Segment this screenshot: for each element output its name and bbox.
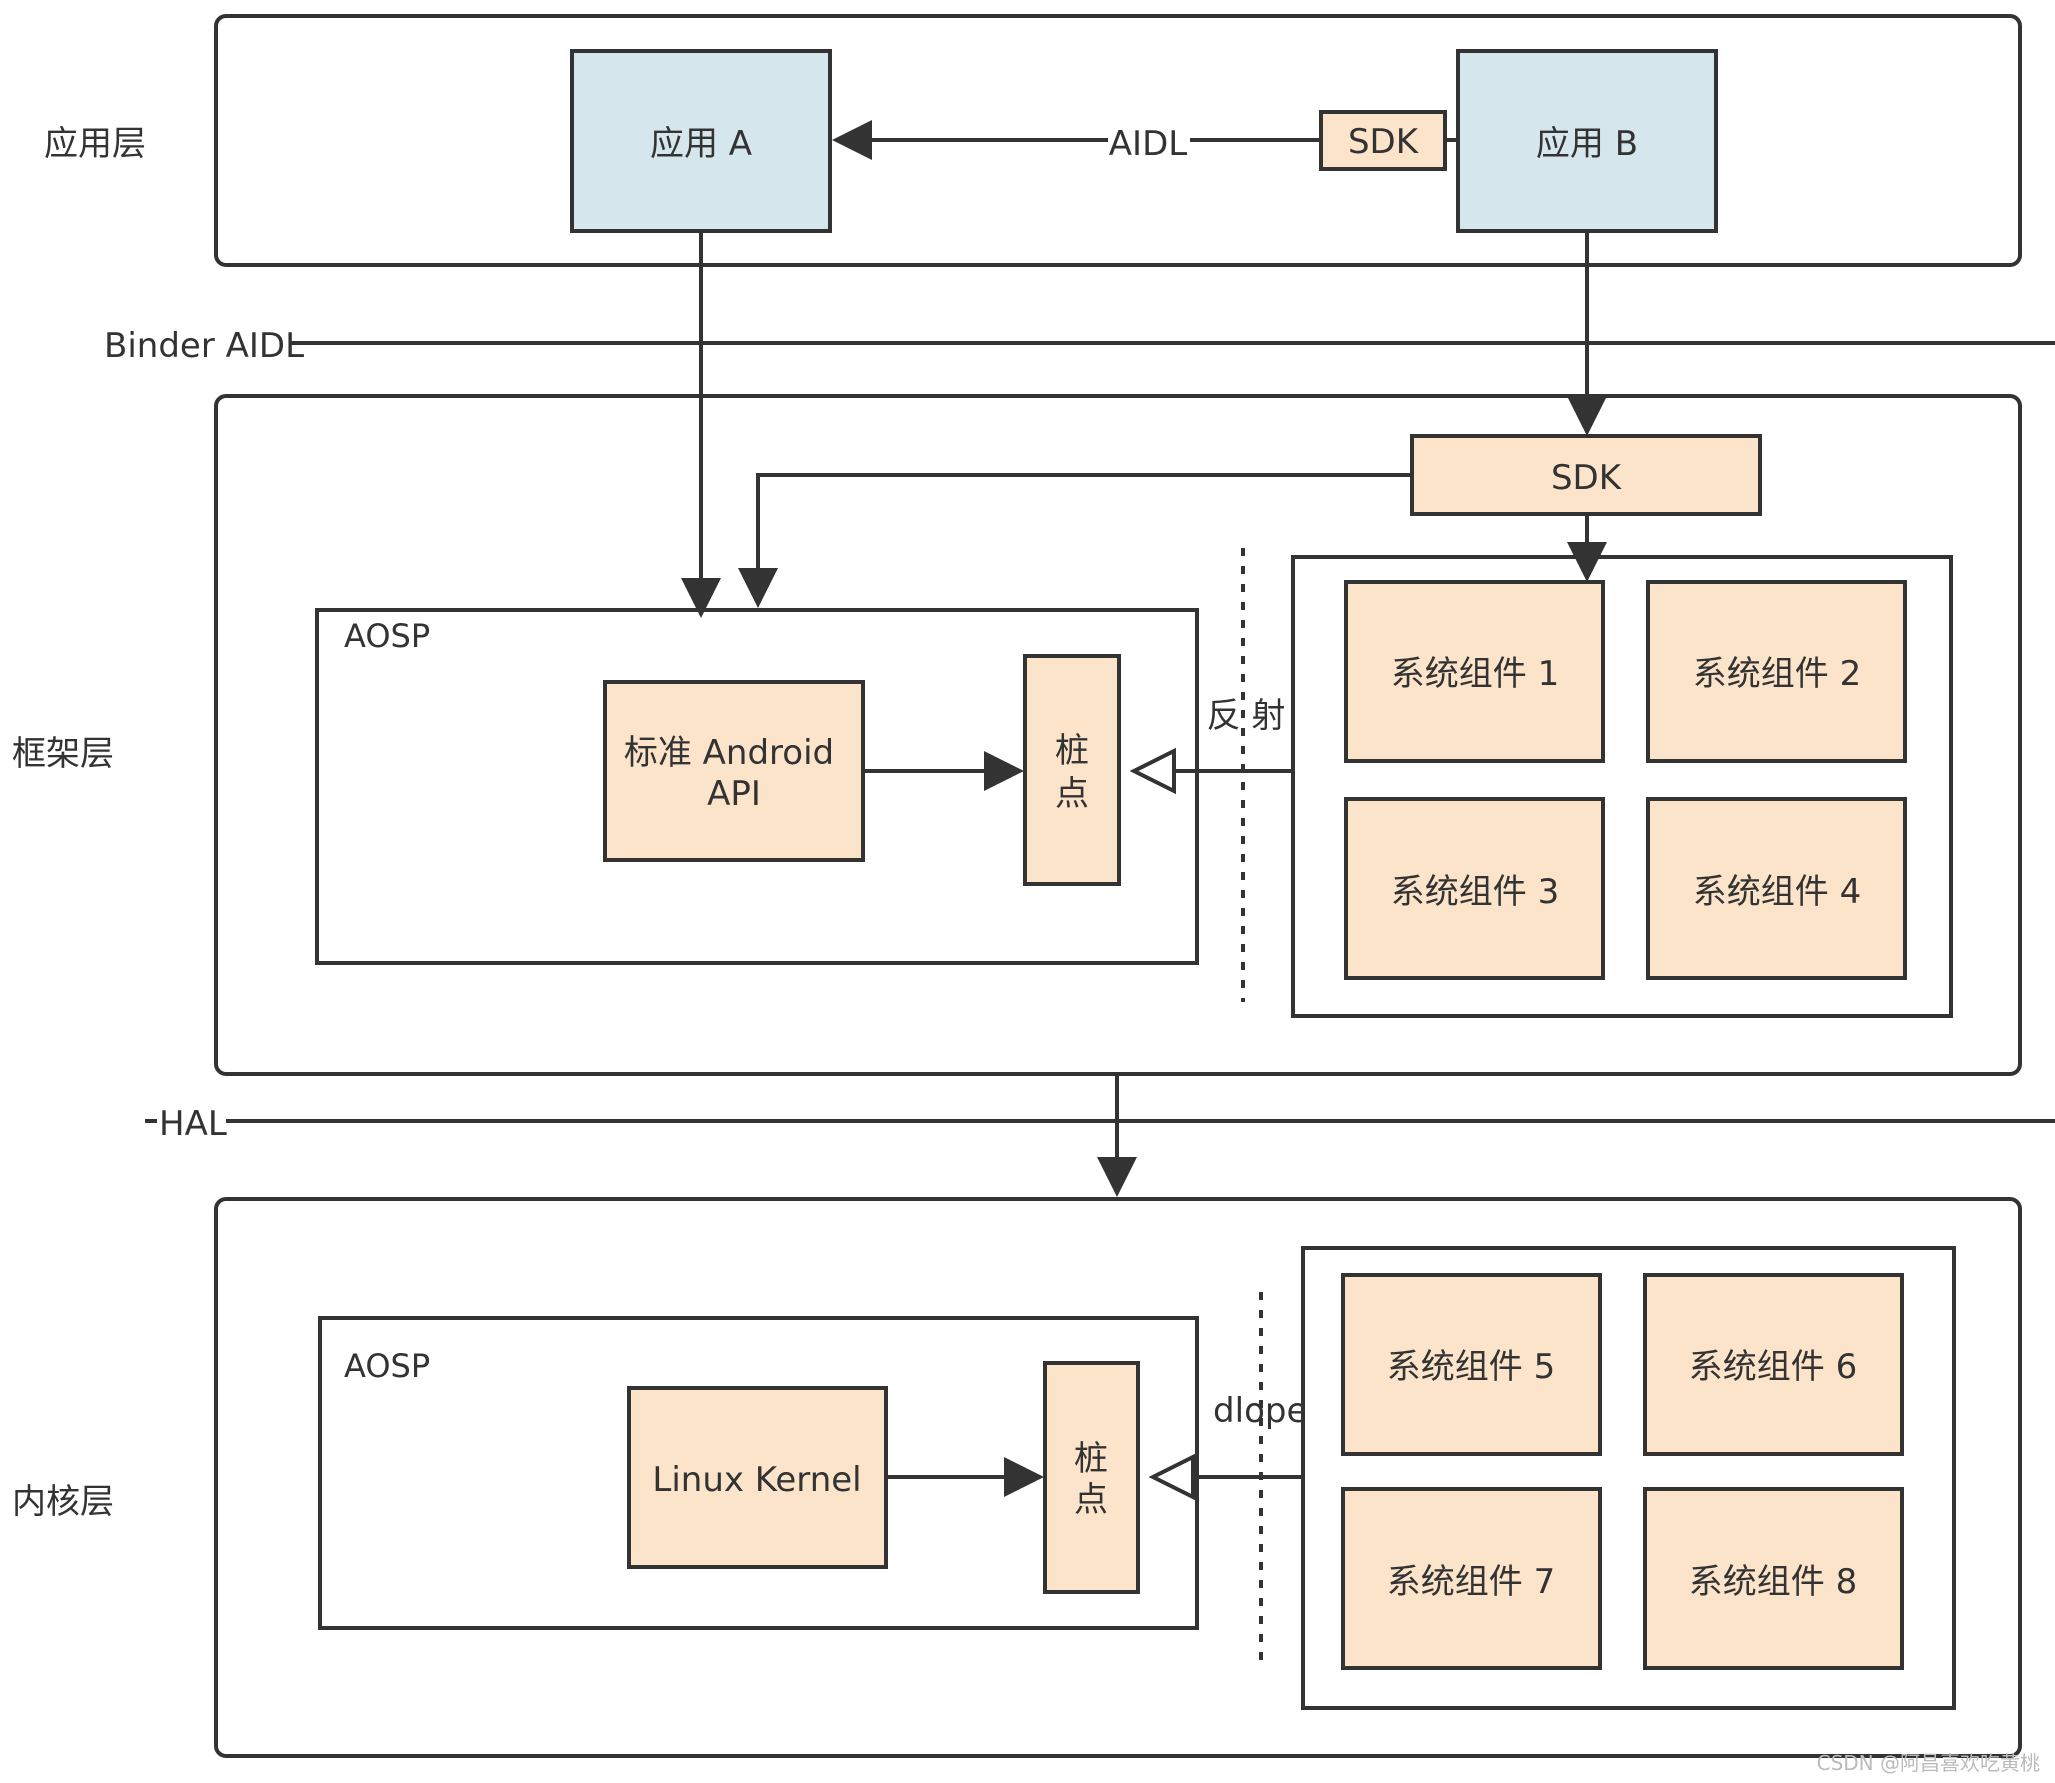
system-component-3[interactable] [1344,797,1605,980]
kernel-layer-label: 内核层 [12,1482,114,1522]
std-android-api-label-line2: API [707,774,761,814]
app-a-label: 应用 A [650,124,752,164]
kernel-stub-label-line2: 点 [1074,1480,1108,1520]
system-component-2-label: 系统组件 2 [1693,654,1861,694]
kernel-stub-label-line1: 桩 [1074,1439,1108,1479]
app-layer-label: 应用层 [44,124,146,164]
framework-layer-label: 框架层 [12,734,114,774]
framework-sdk-label: SDK [1551,458,1623,498]
system-component-1-label: 系统组件 1 [1391,654,1559,694]
system-component-4[interactable] [1646,797,1907,980]
reflect-label: 反 射 [1207,696,1286,736]
app-b-box[interactable] [1456,49,1718,233]
system-component-1[interactable] [1344,580,1605,763]
kernel-stub-box[interactable] [1043,1361,1140,1594]
linux-kernel-box[interactable] [627,1386,888,1569]
system-component-5[interactable] [1341,1273,1602,1456]
system-component-7-label: 系统组件 7 [1387,1562,1555,1602]
framework-stub-label-line2: 点 [1055,774,1089,814]
kernel-aosp-label: AOSP [344,1347,430,1385]
aidl-label: AIDL [1109,124,1187,164]
app-sdk-label: SDK [1348,122,1420,162]
system-component-6-label: 系统组件 6 [1689,1347,1857,1387]
binder-aidl-label: Binder AIDL [104,326,304,366]
framework-stub-label-line1: 桩 [1055,731,1089,771]
linux-kernel-label: Linux Kernel [652,1460,861,1500]
system-component-8-label: 系统组件 8 [1689,1562,1857,1602]
system-component-6[interactable] [1643,1273,1904,1456]
sdk-to-aosp-arrow [738,473,1412,608]
hal-label: HAL [159,1104,227,1144]
framework-stub-box[interactable] [1023,654,1121,886]
system-component-7[interactable] [1341,1487,1602,1670]
framework-aosp-label: AOSP [344,617,430,655]
system-component-2[interactable] [1646,580,1907,763]
app-a-box[interactable] [570,49,832,233]
std-android-api-label-line1: 标准 Android [624,733,834,773]
system-component-5-label: 系统组件 5 [1387,1347,1555,1387]
std-android-api-box[interactable] [603,680,865,862]
app-b-label: 应用 B [1536,124,1638,164]
system-component-8[interactable] [1643,1487,1904,1670]
system-component-3-label: 系统组件 3 [1391,872,1559,912]
system-component-4-label: 系统组件 4 [1693,872,1861,912]
watermark: CSDN @阿昌喜欢吃黄桃 [1817,1751,2040,1775]
